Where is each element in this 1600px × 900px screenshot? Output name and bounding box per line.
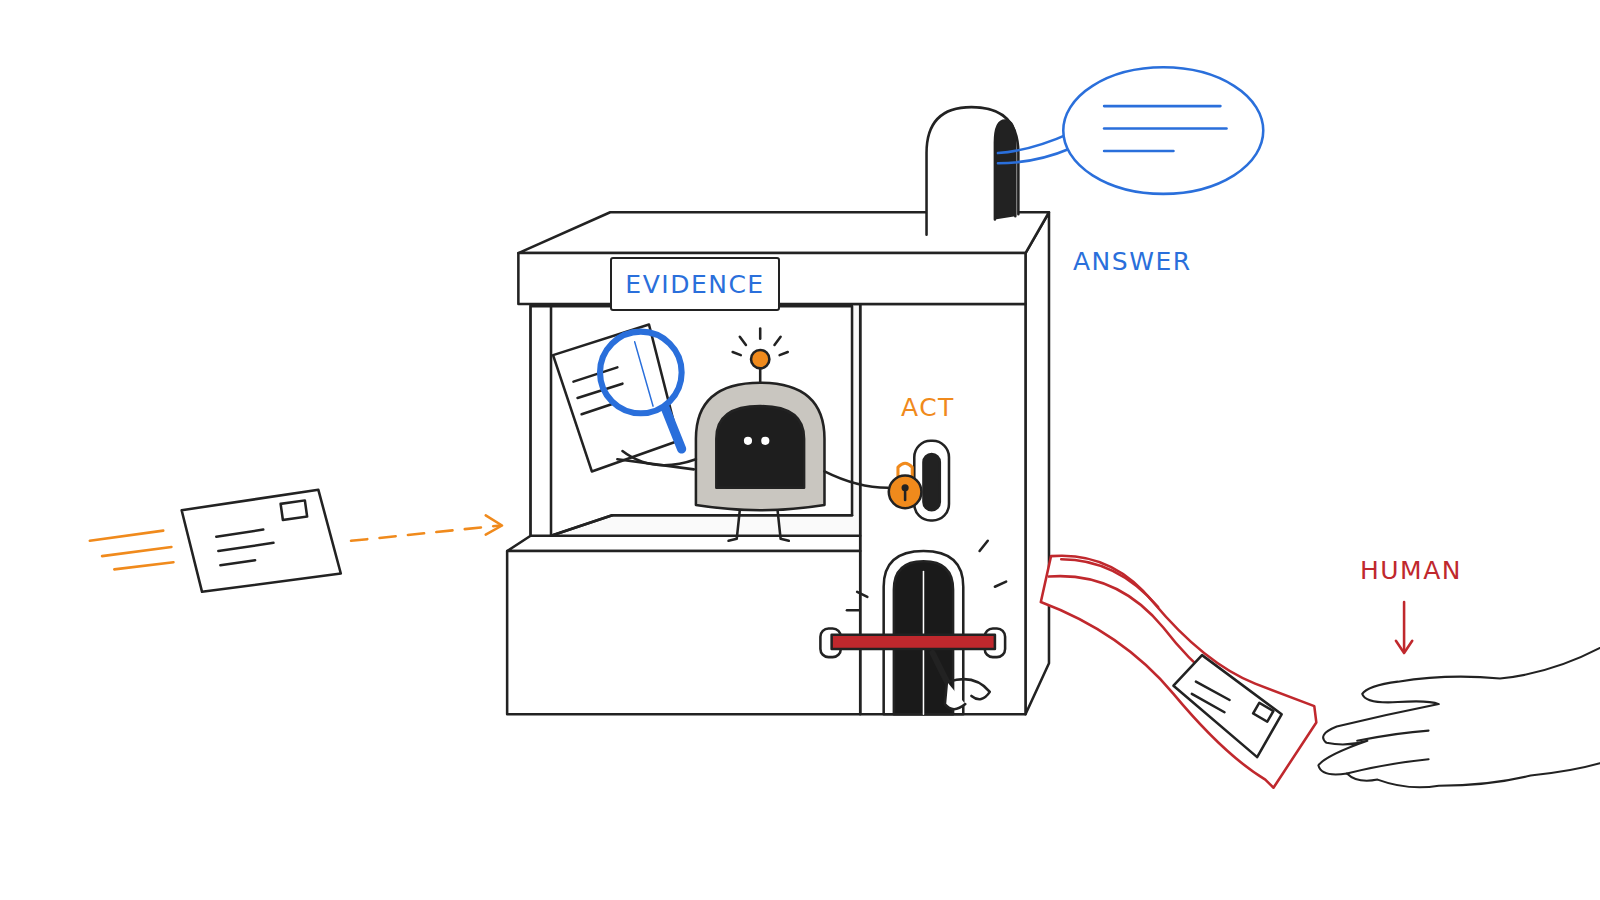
speech-bubble	[1063, 67, 1263, 194]
magnifier	[600, 332, 682, 449]
sign-box: EVIDENCE	[610, 257, 780, 311]
human-hand	[1318, 648, 1600, 787]
human-arrow	[1396, 602, 1412, 653]
incoming-envelope	[90, 490, 502, 592]
robot	[622, 329, 887, 541]
stage-label: ACT	[901, 393, 955, 422]
evidence-paper	[553, 324, 694, 471]
answer-chimney	[927, 107, 1072, 235]
blocked-door	[820, 541, 1006, 714]
output-envelope	[1173, 655, 1281, 757]
output-slide	[1041, 556, 1317, 788]
machine-body	[507, 212, 1049, 714]
act-lock	[889, 441, 949, 521]
sign-text: EVIDENCE	[625, 270, 764, 299]
stage-label: ANSWER	[1073, 247, 1192, 276]
stage-label: HUMAN	[1360, 556, 1462, 585]
